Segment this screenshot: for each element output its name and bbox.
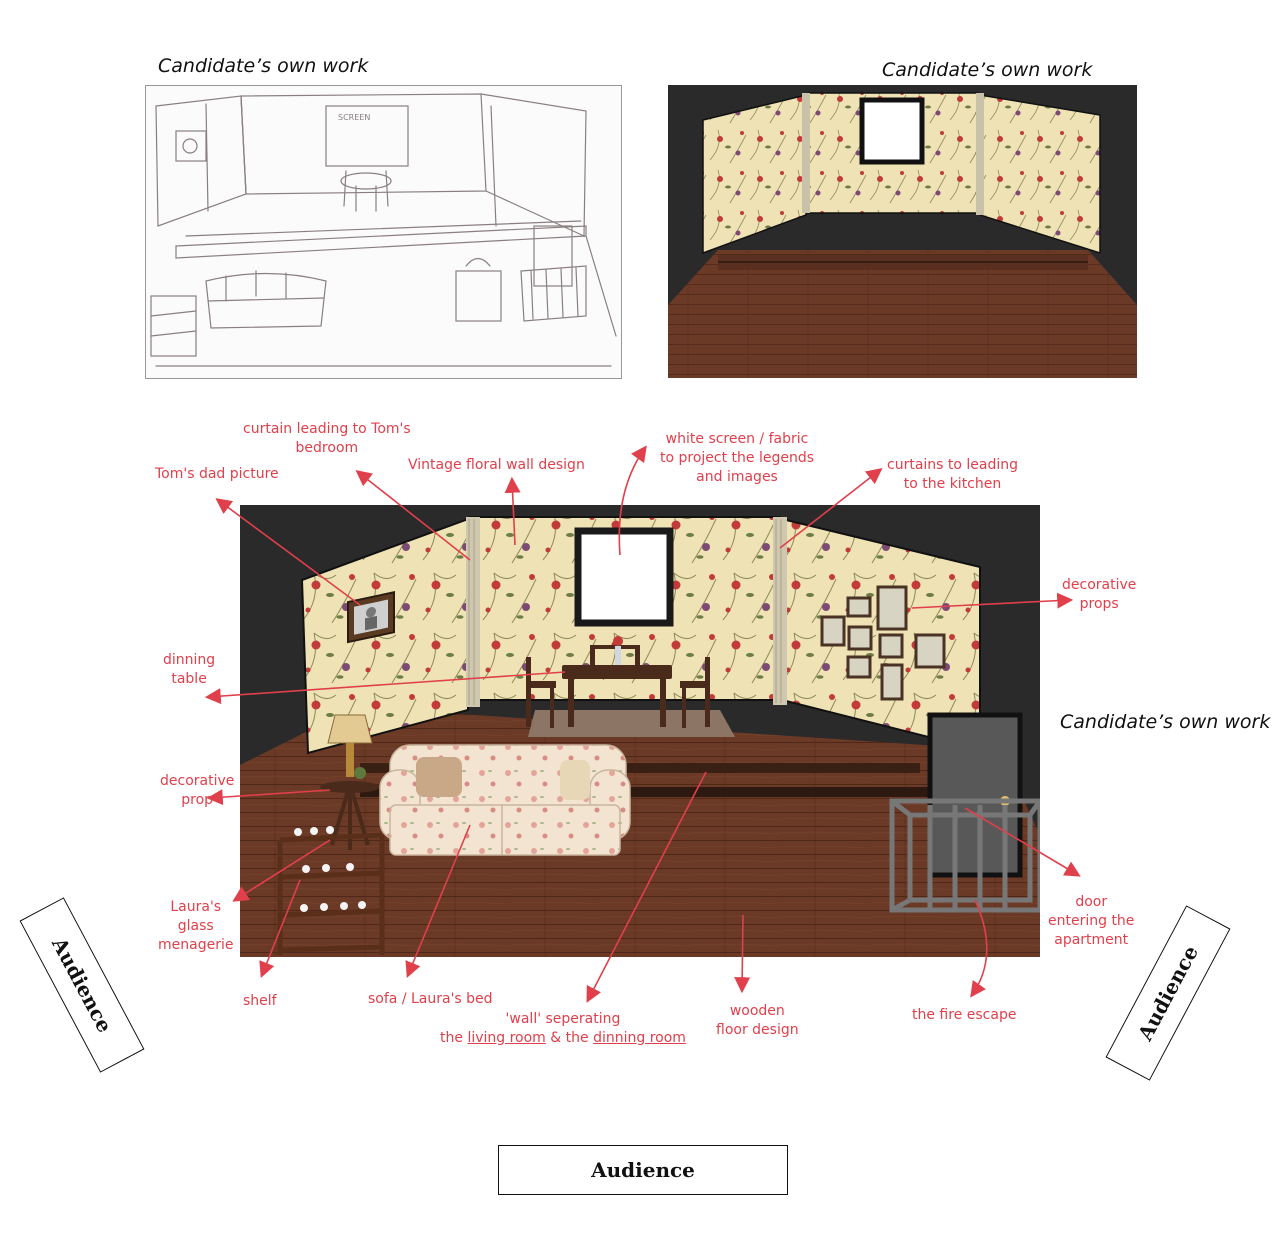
annotation-door-line2: entering the (1048, 912, 1134, 931)
annotation-door-line1: door (1048, 893, 1134, 912)
annotation-wall-dinning-room: dinning room (593, 1030, 686, 1046)
annotation-fire-escape: the fire escape (912, 1006, 1016, 1025)
sketch-drawing: SCREEN (146, 86, 621, 378)
audience-right-label: Audience (1133, 942, 1203, 1045)
sketch-screen-label: SCREEN (338, 113, 370, 122)
caption-sketch: Candidate’s own work (158, 55, 368, 77)
annotation-sofa: sofa / Laura's bed (368, 990, 493, 1009)
annotation-decorative-prop: decorative prop (160, 772, 234, 810)
annotation-curtain-bedroom-line1: curtain leading to Tom's (243, 420, 411, 439)
annotation-dinning-table: dinning table (163, 651, 215, 689)
annotation-shelf: shelf (243, 992, 277, 1011)
annotation-curtains-kitchen: curtains to leading to the kitchen (887, 456, 1018, 494)
caption-render-small: Candidate’s own work (882, 59, 1092, 81)
annotation-wall-separating-line2: the living room & the dinning room (440, 1029, 686, 1048)
annotation-lauras-glass: Laura's glass menagerie (158, 898, 233, 955)
main-render-drawing (240, 505, 1040, 957)
annotation-wall-the-1: the (440, 1030, 463, 1046)
annotation-white-screen-line2: to project the legends (660, 449, 814, 468)
annotation-decorative-prop-line1: decorative (160, 772, 234, 791)
annotation-door-line3: apartment (1048, 931, 1134, 950)
annotation-decorative-prop-line2: prop (160, 791, 234, 810)
annotation-wall-the-2: the (566, 1030, 589, 1046)
caption-render-main: Candidate’s own work (1060, 711, 1270, 733)
audience-bottom: Audience (498, 1145, 788, 1195)
stage-render-main (240, 505, 1040, 957)
annotation-wooden-floor-line2: floor design (716, 1021, 799, 1040)
annotation-wooden-floor-line1: wooden (716, 1002, 799, 1021)
annotation-lauras-glass-line2: glass (158, 917, 233, 936)
annotation-dinning-table-line1: dinning (163, 651, 215, 670)
annotation-lauras-glass-line1: Laura's (158, 898, 233, 917)
audience-left: Audience (20, 897, 145, 1072)
audience-left-label: Audience (47, 934, 117, 1037)
annotation-wall-separating: 'wall' seperating the living room & the … (440, 1010, 686, 1048)
annotation-white-screen-line3: and images (660, 468, 814, 487)
annotation-lauras-glass-line3: menagerie (158, 936, 233, 955)
annotation-wooden-floor: wooden floor design (716, 1002, 799, 1040)
annotation-white-screen-line1: white screen / fabric (660, 430, 814, 449)
annotation-floral-wall: Vintage floral wall design (408, 456, 585, 475)
annotation-curtain-bedroom-line2: bedroom (243, 439, 411, 458)
small-render-drawing (668, 85, 1137, 378)
annotation-dinning-table-line2: table (163, 670, 215, 689)
audience-bottom-label: Audience (591, 1158, 695, 1182)
annotation-decorative-props: decorative props (1062, 576, 1136, 614)
annotation-toms-dad-picture: Tom's dad picture (155, 465, 279, 484)
annotation-decorative-props-line2: props (1062, 595, 1136, 614)
annotation-decorative-props-line1: decorative (1062, 576, 1136, 595)
annotation-white-screen: white screen / fabric to project the leg… (660, 430, 814, 487)
annotation-door: door entering the apartment (1048, 893, 1134, 950)
annotation-curtains-kitchen-line2: to the kitchen (887, 475, 1018, 494)
annotation-curtains-kitchen-line1: curtains to leading (887, 456, 1018, 475)
pencil-sketch: SCREEN (145, 85, 622, 379)
annotation-wall-ampersand: & (550, 1030, 561, 1046)
annotation-curtain-bedroom: curtain leading to Tom's bedroom (243, 420, 411, 458)
annotation-wall-separating-line1: 'wall' seperating (440, 1010, 686, 1029)
annotation-wall-living-room: living room (467, 1030, 545, 1046)
stage-render-small (668, 85, 1137, 378)
